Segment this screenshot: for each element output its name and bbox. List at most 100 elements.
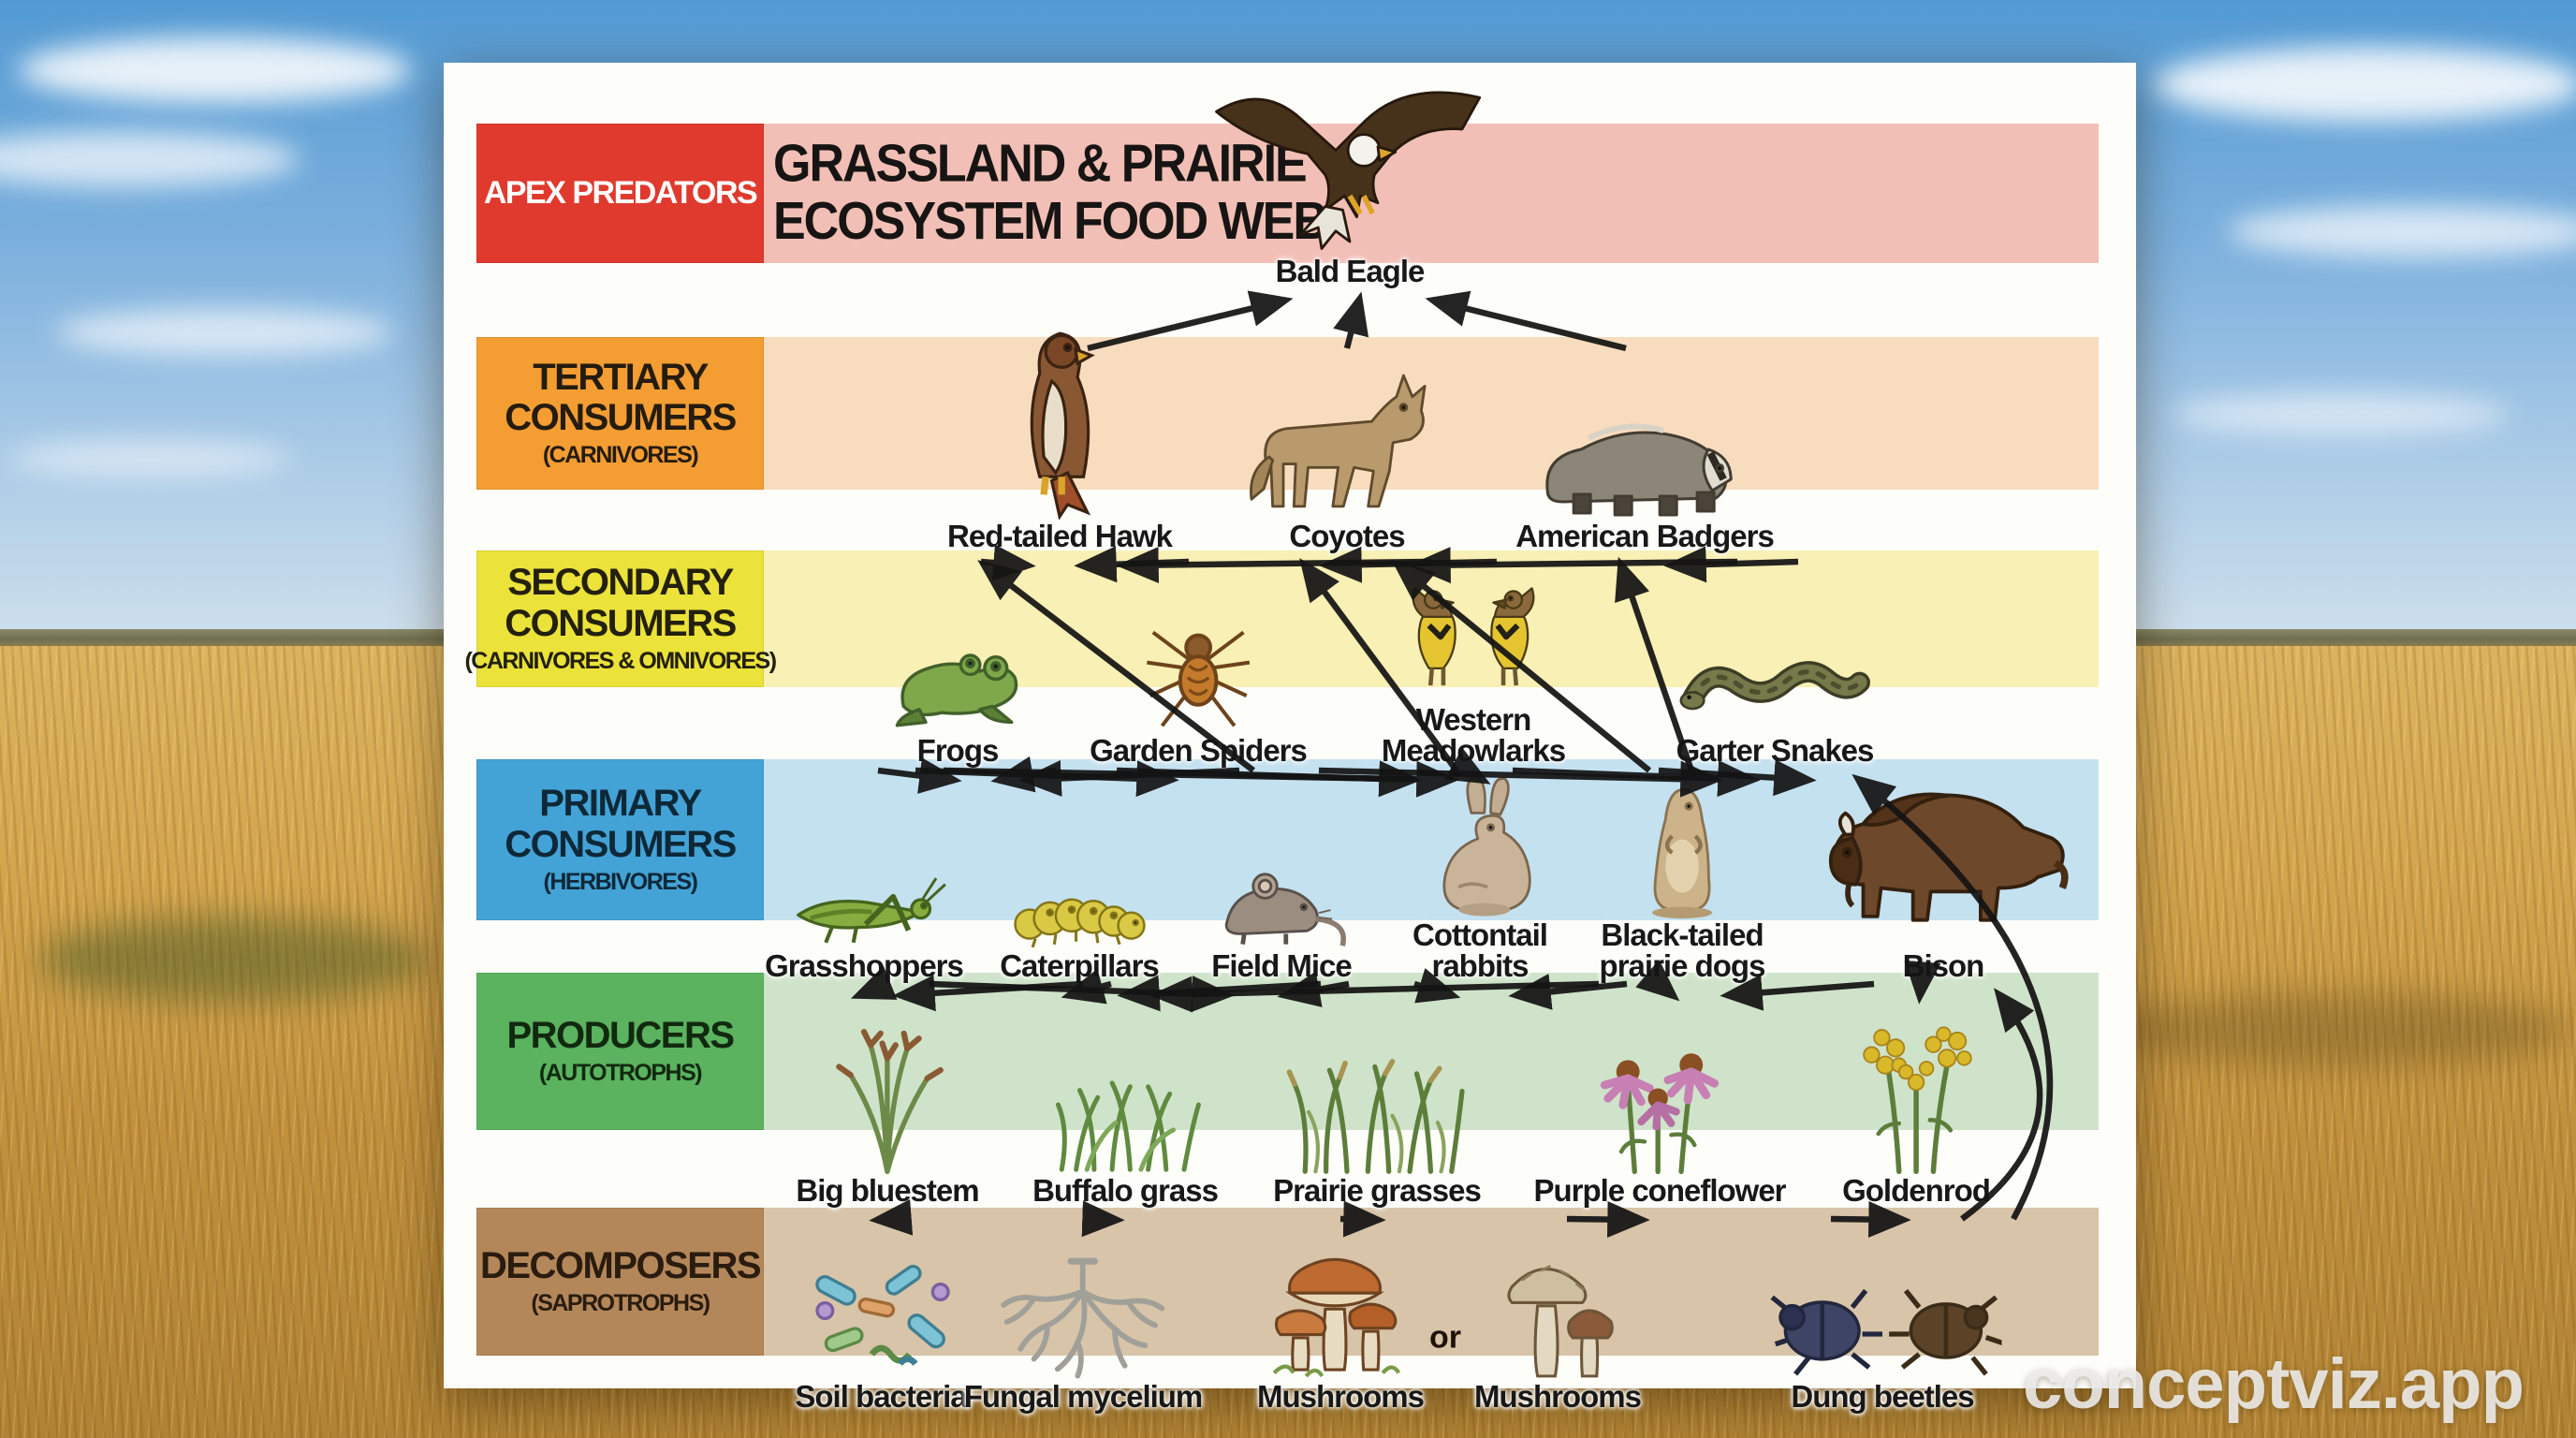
or-label: or: [1429, 1319, 1461, 1356]
cloud: [2172, 393, 2509, 435]
grass-patch: [2106, 992, 2574, 1067]
hawk-icon: [980, 319, 1139, 521]
badger-icon: [1532, 380, 1757, 521]
node-label: Grasshoppers: [765, 948, 964, 984]
row-label-text: PRODUCERS: [506, 1014, 735, 1056]
node-label-line: Cottontail: [1412, 917, 1548, 952]
row-sublabel-text: (CARNIVORES & OMNIVORES): [464, 647, 777, 674]
node-label-line: Coyotes: [1289, 519, 1405, 554]
node-label: Bald Eagle: [1276, 256, 1426, 287]
caterpillar-icon: [1007, 875, 1152, 950]
cloud: [19, 37, 412, 103]
node-label-line: Western: [1415, 701, 1532, 737]
beetles-icon: [1764, 1264, 2002, 1381]
meadowlark-icon: [1366, 568, 1581, 704]
node-bison: Bison: [1810, 777, 2077, 982]
node-label: Coyotes: [1289, 519, 1405, 554]
node-label: Dung beetles: [1791, 1379, 1974, 1415]
node-hawk: Red-tailed Hawk: [947, 319, 1173, 554]
node-label-line: rabbits: [1431, 948, 1529, 984]
coneflower-icon: [1583, 1025, 1737, 1175]
node-dung-beetles: Dung beetles: [1764, 1264, 2002, 1413]
cloud: [9, 440, 290, 477]
row-sublabel-text: (SAPROTROPHS): [531, 1290, 710, 1317]
row-sublabel-text: (AUTOTROPHS): [538, 1060, 703, 1087]
node-snakes: Garter Snakes: [1676, 618, 1874, 767]
node-label: Red-tailed Hawk: [947, 519, 1173, 554]
mycelium-icon: [989, 1255, 1177, 1381]
node-label-line: Red-tailed Hawk: [947, 519, 1173, 554]
row-label-text: PRIMARY: [539, 783, 702, 825]
mouse-icon: [1200, 847, 1364, 950]
node-label: Soil bacteria: [795, 1379, 967, 1415]
node-label-line: Mushrooms: [1473, 1379, 1642, 1415]
row-sublabel-text: (HERBIVORES): [543, 868, 698, 895]
node-label-line: prairie dogs: [1599, 948, 1766, 984]
node-label: Prairie grasses: [1273, 1173, 1482, 1209]
node-coyotes: Coyotes: [1237, 361, 1457, 552]
node-label: Frogs: [916, 733, 1000, 769]
node-buffalo-grass: Buffalo grass: [1032, 1058, 1219, 1207]
node-soil-bacteria: Soil bacteria: [795, 1264, 968, 1415]
watermark: conceptviz.app: [2023, 1344, 2525, 1424]
node-label-line: Purple coneflower: [1533, 1173, 1786, 1209]
grass-patch: [37, 917, 431, 1002]
node-label: Mushrooms: [1256, 1379, 1425, 1415]
node-label-line: Garden Spiders: [1090, 733, 1308, 769]
node-label-line: Meadowlarks: [1381, 733, 1566, 769]
node-label-line: Frogs: [916, 733, 1000, 769]
row-label-text: APEX PREDATORS: [483, 175, 758, 212]
node-label-line: Prairie grasses: [1273, 1173, 1482, 1209]
node-spiders: Garden Spiders: [1090, 599, 1308, 769]
rabbit-icon: [1417, 774, 1544, 919]
node-label-line: Goldenrod: [1842, 1173, 1991, 1209]
node-bluestem: Big bluestem: [796, 1025, 980, 1207]
frog-icon: [878, 613, 1037, 735]
bacteria-icon: [801, 1264, 960, 1381]
node-label-line: American Badgers: [1515, 519, 1775, 554]
row-label-text: CONSUMERS: [505, 823, 737, 865]
food-web-poster: GRASSLAND & PRAIRIE ECOSYSTEM FOOD WEB A…: [444, 63, 2136, 1413]
node-label-line: Garter Snakes: [1676, 733, 1875, 769]
node-fungal-mycelium: Fungal mycelium: [964, 1255, 1203, 1413]
row-label-decomposers: DECOMPOSERS (SAPROTROPHS): [476, 1208, 764, 1356]
node-label-line: Dung beetles: [1791, 1379, 1974, 1415]
node-goldenrod: Goldenrod: [1842, 1020, 1991, 1209]
node-label: Buffalo grass: [1032, 1175, 1219, 1207]
node-mice: Field Mice: [1200, 847, 1364, 982]
row-sublabel-text: (CARNIVORES): [542, 442, 699, 469]
node-coneflower: Purple coneflower: [1533, 1025, 1787, 1209]
node-label-line: Caterpillars: [1000, 948, 1160, 984]
node-label-line: Soil bacteria: [795, 1379, 967, 1415]
node-eagle: Bald Eagle: [1209, 73, 1490, 287]
node-label: Bison: [1902, 948, 1985, 984]
goldenrod-icon: [1846, 1020, 1986, 1175]
node-label: American Badgers: [1515, 519, 1775, 554]
row-label-apex: APEX PREDATORS: [476, 124, 764, 263]
node-label-line: Black-tailed: [1601, 917, 1764, 952]
poster-title: GRASSLAND & PRAIRIE ECOSYSTEM FOOD WEB: [773, 135, 1328, 252]
node-label: Garden Spiders: [1090, 733, 1308, 769]
node-label-line: Grasshoppers: [765, 948, 964, 984]
node-label: Caterpillars: [1000, 948, 1160, 984]
node-label-line: Mushrooms: [1256, 1379, 1425, 1415]
node-grasshoppers: Grasshoppers: [765, 847, 964, 984]
eagle-icon: [1209, 73, 1490, 256]
bison-icon: [1810, 777, 2077, 950]
row-label-text: CONSUMERS: [505, 602, 737, 644]
node-label-line: Fungal mycelium: [963, 1379, 1204, 1415]
node-badgers: American Badgers: [1515, 380, 1775, 554]
cloud: [56, 309, 393, 356]
node-label: Mushrooms: [1473, 1379, 1642, 1415]
spider-icon: [1137, 599, 1259, 735]
node-prairie-grasses: Prairie grasses: [1273, 1049, 1482, 1209]
row-label-text: DECOMPOSERS: [479, 1244, 762, 1286]
cloud: [0, 131, 300, 187]
node-label-line: Bison: [1902, 948, 1985, 984]
buffalograss-icon: [1044, 1058, 1208, 1175]
